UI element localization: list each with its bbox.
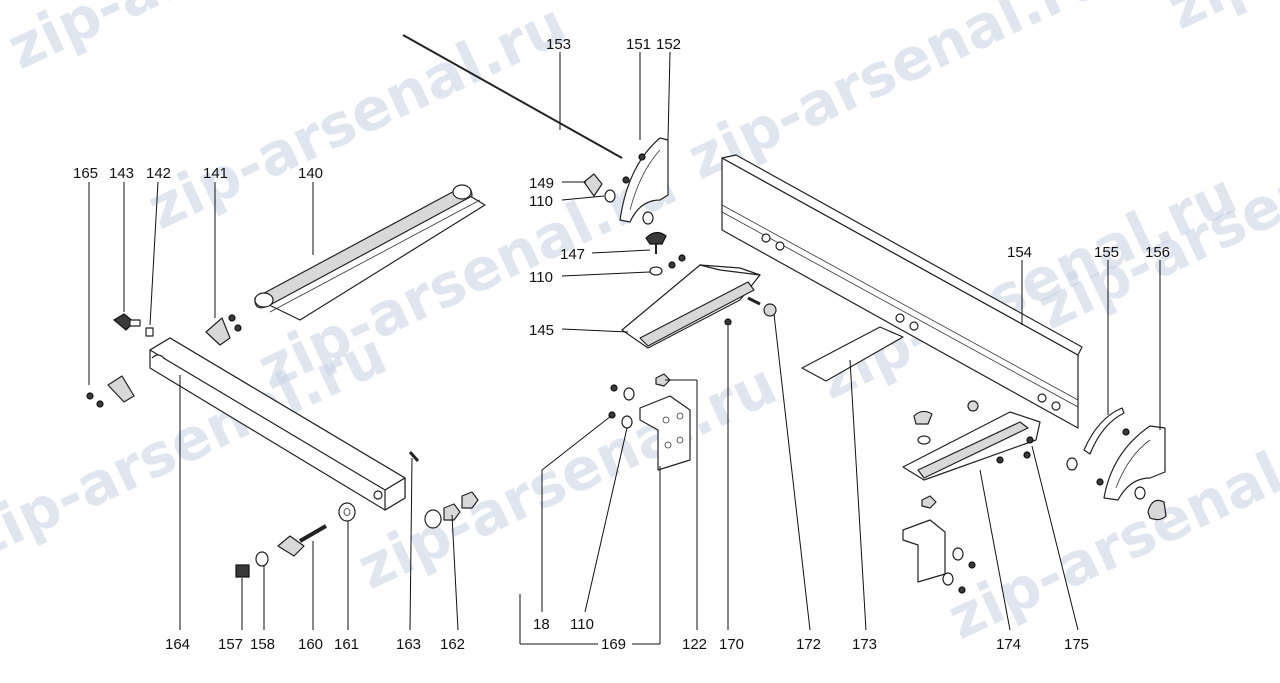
part-174-bracket [902, 495, 976, 594]
callout-158: 158 [250, 636, 275, 653]
part-162-nuts [424, 491, 479, 529]
part-169-bracket [608, 373, 691, 471]
callout-18: 18 [533, 616, 550, 633]
callout-175: 175 [1064, 636, 1089, 653]
callout-122: 122 [682, 636, 707, 653]
part-154-fence [721, 154, 1083, 429]
callout-170: 170 [719, 636, 744, 653]
callout-154: 154 [1007, 244, 1032, 261]
watermark-6: zip-arsenal.ru [347, 350, 786, 603]
callout-149: 149 [529, 175, 554, 192]
part-143-knob [112, 313, 141, 331]
callout-161: 161 [334, 636, 359, 653]
part-164-arm [149, 337, 406, 511]
callout-155: 155 [1094, 244, 1119, 261]
part-149-knob [583, 173, 616, 203]
callout-140: 140 [298, 165, 323, 182]
part-140-roller-guide [254, 184, 486, 321]
part-173-plate [801, 326, 904, 382]
callout-162: 162 [440, 636, 465, 653]
callout-110-bottom: 110 [570, 616, 594, 633]
callout-147: 147 [560, 246, 585, 263]
callout-165: 165 [73, 165, 98, 182]
callout-145: 145 [529, 322, 554, 339]
part-147-knob [645, 231, 667, 276]
callout-110-mid: 110 [529, 269, 553, 286]
part-174-carriage [902, 400, 1041, 481]
part-163-spring-pin [408, 451, 420, 462]
part-165-clamp [86, 375, 135, 408]
callout-labels: 165 143 142 141 140 153 151 152 149 110 … [73, 36, 1170, 653]
part-156-quadrant [1066, 425, 1167, 521]
callout-142: 142 [146, 165, 171, 182]
watermark-1: zip-arsenal.ru [0, 0, 437, 83]
callout-110-top: 110 [529, 193, 553, 210]
callout-153: 153 [546, 36, 571, 53]
callout-152: 152 [656, 36, 681, 53]
callout-169: 169 [601, 636, 626, 653]
part-158-washer [255, 551, 269, 567]
part-160-bolt [277, 524, 327, 557]
callout-164: 164 [165, 636, 190, 653]
part-145-carriage [621, 254, 761, 349]
callout-172: 172 [796, 636, 821, 653]
part-153-rod [402, 34, 623, 159]
callout-156: 156 [1145, 244, 1170, 261]
callout-143: 143 [109, 165, 134, 182]
callout-173: 173 [852, 636, 877, 653]
callout-160: 160 [298, 636, 323, 653]
part-170-screw [724, 318, 732, 326]
leader-lines [88, 51, 1161, 645]
part-161-washer [338, 502, 356, 522]
part-142-pin [145, 327, 154, 337]
callout-174: 174 [996, 636, 1021, 653]
part-155-strip [1083, 407, 1125, 455]
part-172-bolt [747, 296, 777, 317]
watermark-10: zip-arsenal.ru [1157, 0, 1280, 43]
callout-151: 151 [626, 36, 651, 53]
callout-157: 157 [218, 636, 243, 653]
part-141-clamp [205, 314, 242, 346]
watermark-2: zip-arsenal.ru [137, 0, 576, 243]
callout-163: 163 [396, 636, 421, 653]
callout-141: 141 [203, 165, 228, 182]
part-157-nut [235, 564, 250, 578]
